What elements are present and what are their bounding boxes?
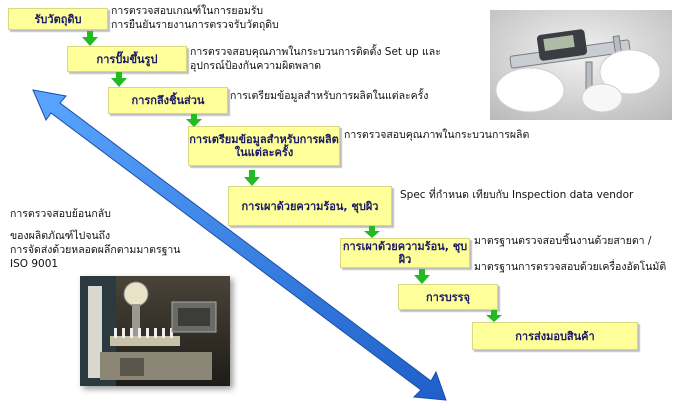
step-label: การปั๊มขึ้นรูป bbox=[96, 52, 158, 66]
diagonal-arrow-shape bbox=[32, 89, 447, 401]
step-label: การส่งมอบสินค้า bbox=[515, 329, 595, 343]
step-turning: การกลึงชิ้นส่วน bbox=[108, 87, 228, 114]
note-turning: การเตรียมข้อมูลสำหรับการผลิตในแต่ละครั้ง bbox=[230, 89, 428, 103]
traceability-line: การจัดส่งด้วยหลอดผลึกตามมาตรฐาน bbox=[10, 244, 181, 256]
step-label: การเผาด้วยความร้อน, ชุบผิว bbox=[342, 240, 468, 266]
traceability-title: การตรวจสอบย้อนกลับ bbox=[10, 208, 111, 220]
step-label: รับวัตถุดิบ bbox=[34, 12, 82, 26]
traceability-text: การตรวจสอบย้อนกลับ ของผลิตภัณฑ์ไปจนถึง ก… bbox=[10, 207, 180, 271]
flow-arrow-3 bbox=[186, 114, 202, 127]
note-receive-materials: การตรวจสอบเกณฑ์ในการยอมรับ การยืนยันรายง… bbox=[111, 4, 279, 32]
note-heat-treatment-2: มาตรฐานตรวจสอบชิ้นงานด้วยสายตา / มาตรฐาน… bbox=[474, 228, 666, 280]
flow-arrow-7 bbox=[486, 310, 502, 322]
step-label: การกลึงชิ้นส่วน bbox=[131, 94, 205, 107]
traceability-line: ของผลิตภัณฑ์ไปจนถึง bbox=[10, 230, 111, 242]
traceability-line: ISO 9001 bbox=[10, 258, 59, 270]
note-stamping: การตรวจสอบคุณภาพในกระบวนการติดตั้ง Set u… bbox=[190, 45, 441, 73]
step-label: การเผาด้วยความร้อน, ชุบผิว bbox=[241, 199, 379, 213]
note-line: การยืนยันรายงานการตรวจรับวัตถุดิบ bbox=[111, 19, 279, 31]
note-heat-treatment-1: Spec ที่กำหนด เทียบกับ Inspection data v… bbox=[400, 188, 633, 202]
flow-arrow-6 bbox=[414, 269, 430, 284]
caliper-measurement-photo bbox=[490, 10, 672, 120]
step-label: การเตรียมข้อมูลสำหรับการผลิตในแต่ละครั้ง bbox=[189, 133, 339, 159]
step-production-data: การเตรียมข้อมูลสำหรับการผลิตในแต่ละครั้ง bbox=[188, 126, 340, 166]
note-production-data: การตรวจสอบคุณภาพในกระบวนการผลิต bbox=[344, 128, 529, 142]
flow-arrow-1 bbox=[82, 31, 98, 46]
step-heat-treatment-2: การเผาด้วยความร้อน, ชุบผิว bbox=[340, 238, 470, 268]
note-line: อุปกรณ์ป้องกันความผิดพลาด bbox=[190, 60, 322, 72]
flow-arrow-4 bbox=[244, 170, 260, 186]
note-line: การตรวจสอบเกณฑ์ในการยอมรับ bbox=[111, 5, 264, 17]
step-receive-materials: รับวัตถุดิบ bbox=[8, 8, 108, 30]
note-line: มาตรฐานตรวจสอบชิ้นงานด้วยสายตา / bbox=[474, 235, 652, 247]
step-stamping: การปั๊มขึ้นรูป bbox=[67, 46, 187, 72]
note-line: มาตรฐานการตรวจสอบด้วยเครื่องอัตโนมัติ bbox=[474, 261, 667, 273]
note-line: การเตรียมข้อมูลสำหรับการผลิตในแต่ละครั้ง bbox=[230, 90, 429, 102]
flow-arrow-2 bbox=[111, 72, 127, 87]
step-heat-treatment-1: การเผาด้วยความร้อน, ชุบผิว bbox=[228, 186, 392, 226]
inspection-machine-photo bbox=[80, 276, 230, 386]
step-delivery: การส่งมอบสินค้า bbox=[472, 322, 638, 350]
step-label: การบรรจุ bbox=[426, 290, 470, 304]
note-line: Spec ที่กำหนด เทียบกับ Inspection data v… bbox=[400, 189, 634, 201]
flow-arrow-5 bbox=[364, 226, 380, 238]
note-line: การตรวจสอบคุณภาพในกระบวนการติดตั้ง Set u… bbox=[190, 46, 441, 58]
note-line: การตรวจสอบคุณภาพในกระบวนการผลิต bbox=[344, 129, 530, 141]
step-packing: การบรรจุ bbox=[398, 284, 498, 310]
